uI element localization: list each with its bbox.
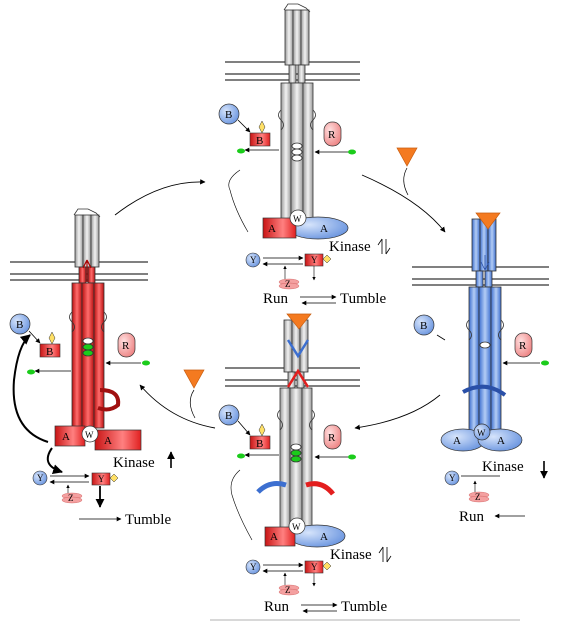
svg-text:Y: Y xyxy=(311,255,318,265)
svg-text:Z: Z xyxy=(475,492,481,502)
cheB-right: B xyxy=(413,314,446,341)
svg-text:Run: Run xyxy=(264,599,290,615)
kinase-readout-right: Kinase xyxy=(482,459,548,479)
svg-text:A: A xyxy=(453,435,461,447)
state-left: B B R A A W Kinase xyxy=(9,208,175,528)
svg-text:A: A xyxy=(320,223,328,235)
svg-text:Tumble: Tumble xyxy=(340,291,386,307)
svg-text:Y: Y xyxy=(250,255,257,265)
receptor-left xyxy=(69,208,121,429)
motor-output-top: Run Tumble xyxy=(263,291,386,307)
svg-text:W: W xyxy=(85,430,94,440)
cheB-top: B B xyxy=(218,103,279,154)
cheA-W-top: A A W xyxy=(262,209,349,240)
svg-text:W: W xyxy=(292,522,301,532)
svg-text:A: A xyxy=(62,431,70,443)
svg-text:B: B xyxy=(256,135,263,147)
cheR-left: R xyxy=(105,332,150,366)
cheY-right: Y Z xyxy=(444,470,500,503)
svg-text:W: W xyxy=(477,428,486,438)
svg-text:Z: Z xyxy=(285,279,291,289)
kinase-readout-top: Kinase xyxy=(329,238,391,255)
state-right: B R A A W Kinase Y Z xyxy=(412,212,549,525)
motor-output-right: Run xyxy=(459,509,525,525)
svg-text:Run: Run xyxy=(459,509,485,525)
svg-text:Y: Y xyxy=(449,473,456,483)
svg-text:Kinase: Kinase xyxy=(329,239,371,255)
svg-text:Kinase: Kinase xyxy=(113,455,155,471)
svg-text:Kinase: Kinase xyxy=(330,547,372,563)
svg-text:A: A xyxy=(497,435,505,447)
receptor-right xyxy=(462,212,507,433)
phospho-transfer-arrows-left xyxy=(12,334,63,475)
motor-output-bottom: Run Tumble xyxy=(264,599,387,615)
cycle-arrows xyxy=(114,174,446,430)
phospho-path-bottom xyxy=(230,469,253,541)
attractant-triangle-bottom-left xyxy=(183,369,205,419)
motor-output-left: Tumble xyxy=(79,512,171,528)
svg-text:Y: Y xyxy=(250,562,257,572)
svg-text:B: B xyxy=(420,320,427,332)
svg-text:B: B xyxy=(256,438,263,450)
svg-text:Y: Y xyxy=(37,473,44,483)
svg-text:B: B xyxy=(225,109,232,121)
svg-text:B: B xyxy=(16,319,23,331)
kinase-readout-bottom: Kinase xyxy=(330,546,392,563)
svg-text:B: B xyxy=(225,410,232,422)
svg-text:R: R xyxy=(328,129,336,141)
phospho-path-top xyxy=(228,169,249,233)
svg-text:Y: Y xyxy=(311,562,318,572)
svg-text:W: W xyxy=(293,214,302,224)
svg-text:Tumble: Tumble xyxy=(341,599,387,615)
svg-text:Y: Y xyxy=(98,474,105,484)
svg-text:A: A xyxy=(270,531,278,543)
svg-text:Run: Run xyxy=(263,291,289,307)
svg-text:R: R xyxy=(519,340,527,352)
cheY-bottom: Y Y Z xyxy=(245,559,332,596)
cheA-W-right: A A W xyxy=(440,423,523,452)
svg-text:A: A xyxy=(268,223,276,235)
svg-text:R: R xyxy=(122,340,130,352)
cheB-bottom: B B xyxy=(218,404,279,459)
svg-text:A: A xyxy=(104,435,112,447)
receptor-top xyxy=(278,3,316,234)
svg-text:Kinase: Kinase xyxy=(482,459,524,475)
receptor-bottom xyxy=(256,313,335,534)
svg-text:B: B xyxy=(46,346,53,358)
cheY-left: Y Y Z xyxy=(32,470,119,508)
svg-text:R: R xyxy=(328,432,336,444)
cheR-right: R xyxy=(502,332,549,366)
cheR-bottom: R xyxy=(314,424,356,460)
cheB-left: B B xyxy=(9,313,71,375)
state-bottom: B B R A A W Kinase xyxy=(210,313,520,621)
svg-text:Tumble: Tumble xyxy=(125,512,171,528)
cheA-W-bottom: A A W xyxy=(264,517,346,548)
kinase-readout-left: Kinase xyxy=(113,451,175,471)
state-top: B B R A A W Kinase xyxy=(218,3,391,307)
svg-text:Z: Z xyxy=(285,585,291,595)
attractant-triangle-top-right xyxy=(396,147,418,196)
svg-text:A: A xyxy=(320,531,328,543)
cheA-W-left: A A W xyxy=(54,425,142,451)
cheY-top: Y Y Z xyxy=(245,252,332,290)
svg-text:Z: Z xyxy=(68,493,74,503)
cheR-top: R xyxy=(314,121,356,155)
